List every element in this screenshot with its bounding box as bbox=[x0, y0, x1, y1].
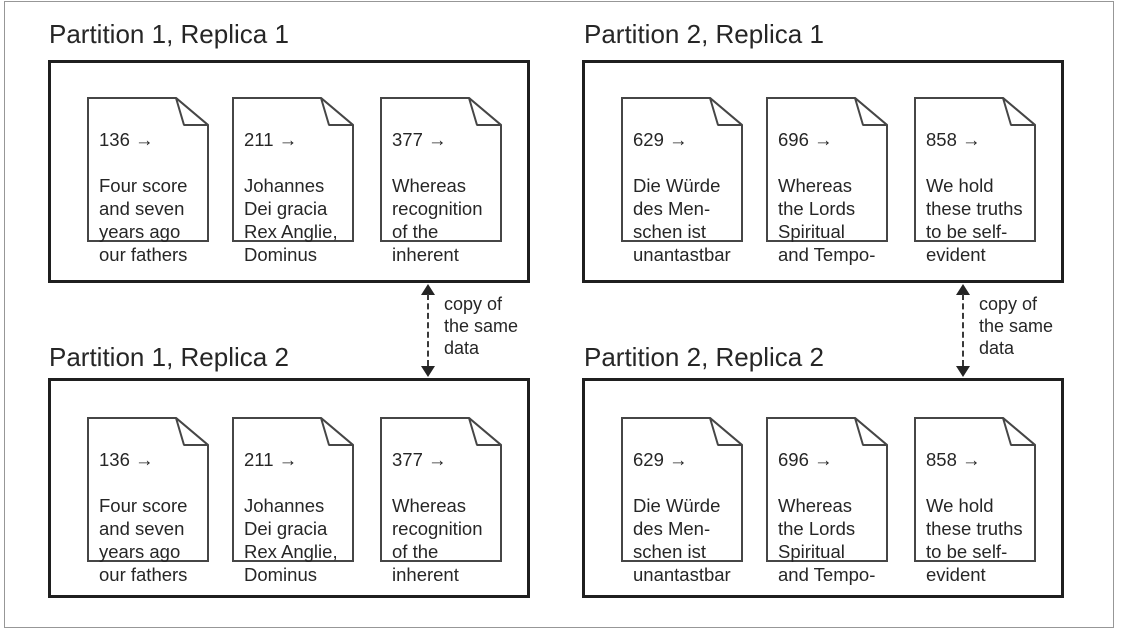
document-record: 136 → Four score and seven years ago our… bbox=[87, 417, 209, 585]
record-key: 858 → bbox=[926, 449, 981, 470]
document-icon bbox=[87, 97, 209, 242]
document-icon bbox=[232, 97, 354, 242]
document-icon bbox=[621, 417, 743, 562]
document-record: 211 → Johannes Dei gracia Rex Anglie, Do… bbox=[232, 417, 354, 585]
record-body: We hold these truths to be self- evident bbox=[926, 175, 1023, 265]
document-icon bbox=[380, 97, 502, 242]
record-text: 211 → Johannes Dei gracia Rex Anglie, Do… bbox=[244, 425, 350, 609]
document-record: 377 → Whereas recognition of the inheren… bbox=[380, 97, 502, 265]
record-text: 696 → Whereas the Lords Spiritual and Te… bbox=[778, 425, 884, 609]
record-body: Whereas the Lords Spiritual and Tempo- bbox=[778, 495, 876, 585]
connector-label: copy of the same data bbox=[444, 294, 519, 358]
document-record: 377 → Whereas recognition of the inheren… bbox=[380, 417, 502, 585]
dashed-line bbox=[962, 294, 964, 366]
document-record: 211 → Johannes Dei gracia Rex Anglie, Do… bbox=[232, 97, 354, 265]
record-text: 377 → Whereas recognition of the inheren… bbox=[392, 425, 498, 609]
record-body: Whereas the Lords Spiritual and Tempo- bbox=[778, 175, 876, 265]
record-body: Die Würde des Men- schen ist unantastbar bbox=[633, 495, 731, 585]
record-key: 377 → bbox=[392, 449, 447, 470]
record-body: We hold these truths to be self- evident bbox=[926, 495, 1023, 585]
document-record: 136 → Four score and seven years ago our… bbox=[87, 97, 209, 265]
record-key: 211 → bbox=[244, 129, 298, 150]
record-key: 136 → bbox=[99, 449, 154, 470]
record-key: 136 → bbox=[99, 129, 154, 150]
record-text: 377 → Whereas recognition of the inheren… bbox=[392, 105, 498, 289]
record-text: 858 → We hold these truths to be self- e… bbox=[926, 105, 1032, 289]
document-record: 629 → Die Würde des Men- schen ist unant… bbox=[621, 417, 743, 585]
record-text: 858 → We hold these truths to be self- e… bbox=[926, 425, 1032, 609]
record-text: 136 → Four score and seven years ago our… bbox=[99, 425, 205, 609]
record-body: Four score and seven years ago our fathe… bbox=[99, 495, 188, 585]
record-text: 629 → Die Würde des Men- schen ist unant… bbox=[633, 105, 739, 289]
document-icon bbox=[766, 97, 888, 242]
document-icon bbox=[621, 97, 743, 242]
dashed-line bbox=[427, 294, 429, 366]
record-text: 696 → Whereas the Lords Spiritual and Te… bbox=[778, 105, 884, 289]
partition-title: Partition 1, Replica 2 bbox=[49, 342, 289, 372]
document-record: 858 → We hold these truths to be self- e… bbox=[914, 417, 1036, 585]
partition-box-p2r1: 629 → Die Würde des Men- schen ist unant… bbox=[582, 60, 1064, 283]
record-text: 136 → Four score and seven years ago our… bbox=[99, 105, 205, 289]
document-icon bbox=[766, 417, 888, 562]
document-icon bbox=[380, 417, 502, 562]
record-key: 696 → bbox=[778, 129, 833, 150]
arrowhead-up-icon bbox=[956, 284, 970, 295]
partition-title: Partition 2, Replica 2 bbox=[584, 342, 824, 372]
record-key: 377 → bbox=[392, 129, 447, 150]
document-icon bbox=[914, 97, 1036, 242]
document-icon bbox=[914, 417, 1036, 562]
record-body: Whereas recognition of the inherent bbox=[392, 495, 483, 585]
document-record: 629 → Die Würde des Men- schen ist unant… bbox=[621, 97, 743, 265]
arrowhead-up-icon bbox=[421, 284, 435, 295]
record-key: 696 → bbox=[778, 449, 833, 470]
document-icon bbox=[87, 417, 209, 562]
record-body: Four score and seven years ago our fathe… bbox=[99, 175, 188, 265]
document-record: 696 → Whereas the Lords Spiritual and Te… bbox=[766, 417, 888, 585]
record-key: 211 → bbox=[244, 449, 298, 470]
record-key: 629 → bbox=[633, 129, 688, 150]
document-record: 858 → We hold these truths to be self- e… bbox=[914, 97, 1036, 265]
connector-label: copy of the same data bbox=[979, 294, 1054, 358]
record-text: 211 → Johannes Dei gracia Rex Anglie, Do… bbox=[244, 105, 350, 289]
document-icon bbox=[232, 417, 354, 562]
record-key: 629 → bbox=[633, 449, 688, 470]
arrowhead-down-icon bbox=[421, 366, 435, 377]
document-record: 696 → Whereas the Lords Spiritual and Te… bbox=[766, 97, 888, 265]
record-text: 629 → Die Würde des Men- schen ist unant… bbox=[633, 425, 739, 609]
record-body: Die Würde des Men- schen ist unantastbar bbox=[633, 175, 731, 265]
figure-border bbox=[4, 1, 1114, 628]
partition-box-p1r2: 136 → Four score and seven years ago our… bbox=[48, 378, 530, 598]
arrowhead-down-icon bbox=[956, 366, 970, 377]
record-body: Whereas recognition of the inherent bbox=[392, 175, 483, 265]
partition-title: Partition 2, Replica 1 bbox=[584, 19, 824, 49]
partition-title: Partition 1, Replica 1 bbox=[49, 19, 289, 49]
record-key: 858 → bbox=[926, 129, 981, 150]
record-body: Johannes Dei gracia Rex Anglie, Dominus bbox=[244, 175, 338, 265]
partition-box-p2r2: 629 → Die Würde des Men- schen ist unant… bbox=[582, 378, 1064, 598]
partition-box-p1r1: 136 → Four score and seven years ago our… bbox=[48, 60, 530, 283]
record-body: Johannes Dei gracia Rex Anglie, Dominus bbox=[244, 495, 338, 585]
